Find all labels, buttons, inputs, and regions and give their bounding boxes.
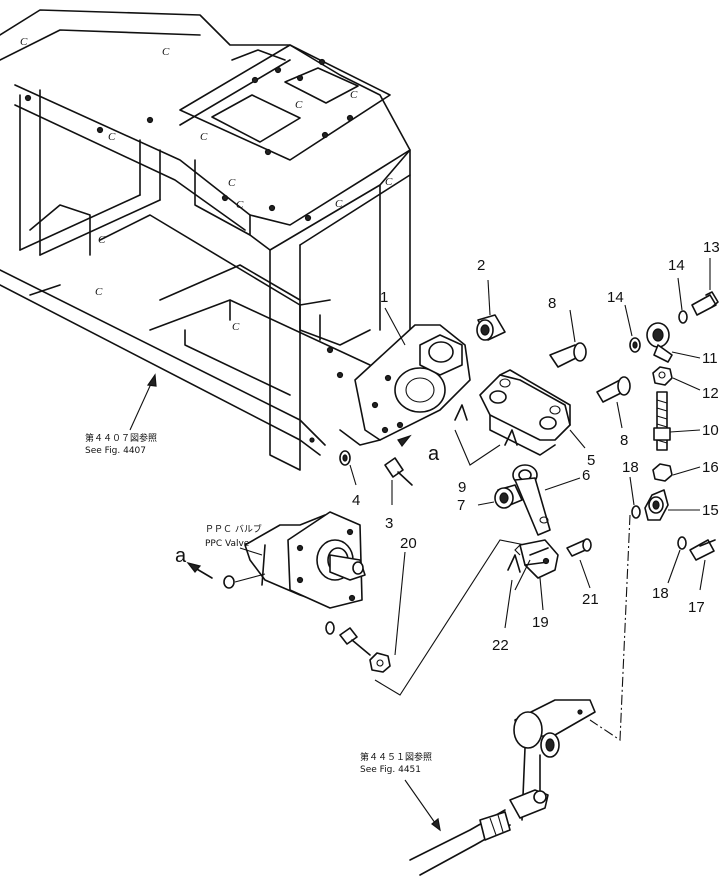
ref-fig-4407: 第４４０７図参照 See Fig. 4407 — [85, 373, 157, 456]
callout-5: 5 — [587, 452, 595, 469]
frame-mark: C — [385, 176, 393, 188]
lever-part-5 — [479, 369, 586, 456]
cotter-pin-part-22 — [504, 554, 531, 629]
bracket-part-1 — [339, 324, 471, 448]
frame-mark: C — [350, 89, 358, 101]
ball-joint-part-11 — [646, 322, 701, 363]
callout-9: 9 — [458, 479, 466, 496]
frame-mark: C — [236, 199, 244, 211]
callout-13: 13 — [703, 239, 720, 256]
bolt-part-13 — [691, 258, 719, 316]
callout-8a: 8 — [548, 295, 556, 312]
bolt-part-17 — [689, 539, 716, 591]
callout-14b: 14 — [607, 289, 624, 306]
callout-19: 19 — [532, 614, 549, 631]
ppc-valve-label-en: PPC Valve — [205, 539, 250, 549]
frame-mark: C — [108, 131, 116, 143]
callout-numbers: 1 2 3 4 5 6 7 8 8 9 10 11 12 13 14 14 15… — [352, 239, 720, 654]
callout-3: 3 — [385, 515, 393, 532]
callout-4: 4 — [352, 492, 360, 509]
callout-18b: 18 — [652, 585, 669, 602]
callout-2: 2 — [477, 257, 485, 274]
frame-mark: C — [232, 321, 240, 333]
callout-16: 16 — [702, 459, 719, 476]
bushing-part-7 — [477, 484, 523, 509]
frame-mark: C — [98, 234, 106, 246]
clevis-part-19 — [514, 539, 559, 611]
pin-part-8-lower — [596, 376, 631, 429]
frame-mark: C — [200, 131, 208, 143]
ref-fig-4407-en: See Fig. 4407 — [85, 446, 146, 456]
frame-mark: C — [162, 46, 170, 58]
ref-fig-4451-jp: 第４４５１図参照 — [360, 751, 432, 763]
view-letter-a-right: a — [428, 443, 440, 465]
frame-mark: C — [295, 99, 303, 111]
ball-joint-part-15 — [644, 489, 700, 521]
callout-10: 10 — [702, 422, 719, 439]
washer-part-18-right — [667, 536, 687, 584]
callout-22: 22 — [492, 637, 509, 654]
callout-12: 12 — [702, 385, 719, 402]
linkage-rod — [374, 539, 526, 696]
frame-mark: C — [335, 198, 343, 210]
nut-part-16 — [652, 463, 701, 482]
callout-8b: 8 — [620, 432, 628, 449]
callout-14a: 14 — [668, 257, 685, 274]
view-letter-a-left: a — [175, 545, 187, 567]
link-part-6 — [512, 464, 581, 536]
cotter-pins-part-9 — [454, 404, 518, 466]
callout-15: 15 — [702, 502, 719, 519]
callout-1: 1 — [380, 289, 388, 306]
washer-part-18-left — [629, 476, 641, 519]
view-arrow-a-left: a — [175, 545, 213, 579]
washer-part-14-upper — [624, 304, 641, 353]
nut-part-20 — [369, 551, 406, 673]
washer-part-4 — [339, 450, 357, 486]
callout-21: 21 — [582, 591, 599, 608]
frame-mark: C — [95, 286, 103, 298]
main-frame: C C C C C C C C C C C C C — [0, 9, 411, 471]
washer-part-14-lower — [677, 277, 688, 324]
ppc-valve: ＰＰＣ バルブ PPC Valve — [205, 511, 371, 656]
bolt-part-3 — [384, 457, 413, 505]
nut-part-12 — [652, 366, 701, 391]
callout-7: 7 — [457, 497, 465, 514]
pin-part-8-upper — [549, 309, 587, 368]
callout-17: 17 — [688, 599, 705, 616]
ref-fig-4451: 第４４５１図参照 See Fig. 4451 — [360, 751, 441, 832]
bushing-part-2 — [476, 279, 506, 341]
frame-mark: C — [20, 36, 28, 48]
ref-fig-4407-jp: 第４４０７図参照 — [85, 432, 157, 444]
ref-fig-4451-en: See Fig. 4451 — [360, 765, 421, 775]
callout-18a: 18 — [622, 459, 639, 476]
pin-part-21 — [566, 538, 592, 589]
ppc-valve-label-jp: ＰＰＣ バルブ — [205, 523, 262, 535]
frame-mark: C — [228, 177, 236, 189]
lower-lever — [409, 699, 596, 876]
callout-20: 20 — [400, 535, 417, 552]
rod-centerline — [589, 514, 631, 741]
callout-6: 6 — [582, 467, 590, 484]
rod-part-10 — [653, 391, 701, 451]
callout-11: 11 — [702, 350, 718, 367]
